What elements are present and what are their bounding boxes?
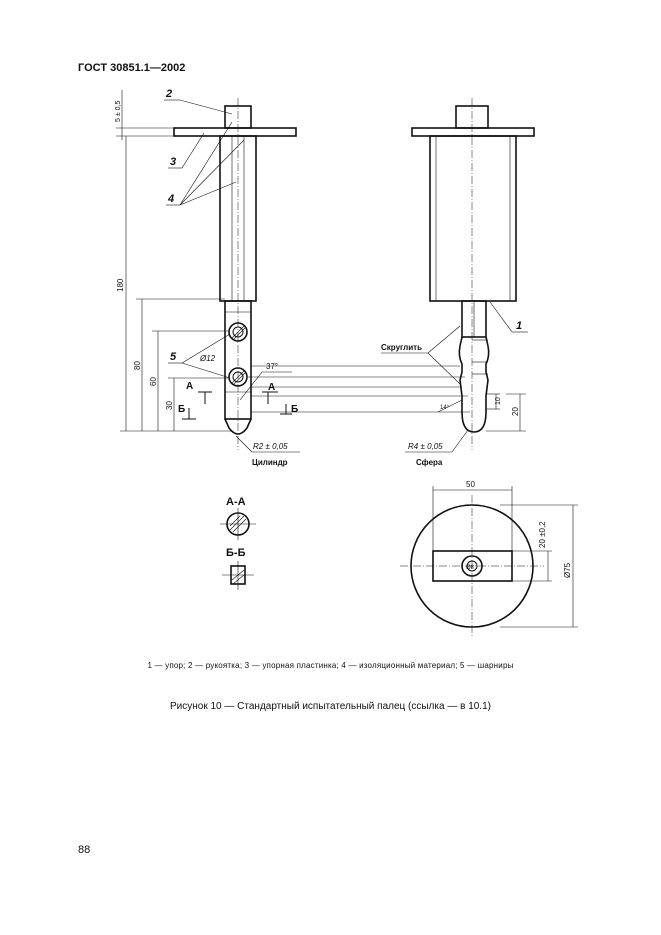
dim-radius-cylinder: R2 ± 0,05 [253, 442, 288, 451]
dim-dia-75: Ø75 [563, 562, 572, 578]
section-mark-b-left: Б [178, 404, 185, 415]
dim-length-30: 30 [165, 401, 174, 410]
section-aa-label: А-А [226, 496, 246, 508]
label-sphere: Сфера [416, 458, 443, 467]
dim-width-50: 50 [466, 480, 475, 489]
page-number: 88 [78, 844, 91, 856]
section-mark-a-right: А [268, 382, 275, 393]
dim-radius-sphere: R4 ± 0,05 [408, 442, 443, 451]
section-mark-a-left: А [186, 381, 193, 392]
dim-length-60: 60 [149, 377, 158, 386]
finger-tip-cylinder [224, 418, 252, 435]
handle-body-side [429, 135, 517, 302]
label-round-off: Скруглить [381, 343, 422, 352]
section-bb-label: Б-Б [226, 547, 246, 559]
center-hole [461, 555, 483, 577]
callout-5: 5 [170, 351, 177, 363]
dim-length-20: 20 [511, 407, 520, 416]
dim-angle-37: 37° [266, 362, 278, 371]
dim-dia-hole: Ø8 [466, 565, 475, 571]
callout-4: 4 [167, 193, 174, 205]
dim-length-10: 10 [495, 397, 502, 405]
callout-2: 2 [165, 88, 172, 100]
dim-top-thickness: 5 ± 0,5 [115, 101, 122, 122]
projection-lines [248, 365, 470, 413]
joint-upper [228, 322, 248, 342]
callout-1: 1 [516, 320, 522, 332]
document-header: ГОСТ 30851.1—2002 [78, 62, 186, 74]
stop-plate [173, 127, 297, 137]
dim-dia-12: Ø12 [199, 354, 216, 363]
dim-total-length: 180 [116, 278, 125, 292]
dim-slot-20: 20 ±0,2 [538, 521, 547, 548]
right-view: 1 Скруглить 10 20 14° R4 ± 0,05 Сфера [381, 98, 535, 467]
technical-drawing: 37° R2 ± 0,05 Цилиндр 2 3 4 5 Ø12 5 ± 0,… [115, 88, 578, 637]
figure-caption: Рисунок 10 — Стандартный испытательный п… [170, 701, 491, 712]
section-bb: Б-Б [222, 547, 254, 590]
callout-3: 3 [170, 156, 176, 168]
joint-lower [228, 367, 248, 387]
section-aa: А-А [220, 496, 256, 540]
section-mark-b-right: Б [291, 404, 298, 415]
stop-plate-side [411, 127, 535, 137]
label-cylinder: Цилиндр [252, 458, 288, 467]
bottom-view: Ø8 50 20 ±0,2 Ø75 [400, 480, 578, 637]
dim-angle-small: 14° [440, 405, 450, 411]
legend: 1 — упор; 2 — рукоятка; 3 — упорная плас… [147, 661, 514, 670]
handle-slot [432, 550, 513, 582]
dim-length-80: 80 [133, 361, 142, 370]
left-view: 37° R2 ± 0,05 Цилиндр 2 3 4 5 Ø12 5 ± 0,… [115, 88, 300, 467]
finger-body [224, 300, 252, 420]
finger-tip-sphere [461, 411, 487, 433]
